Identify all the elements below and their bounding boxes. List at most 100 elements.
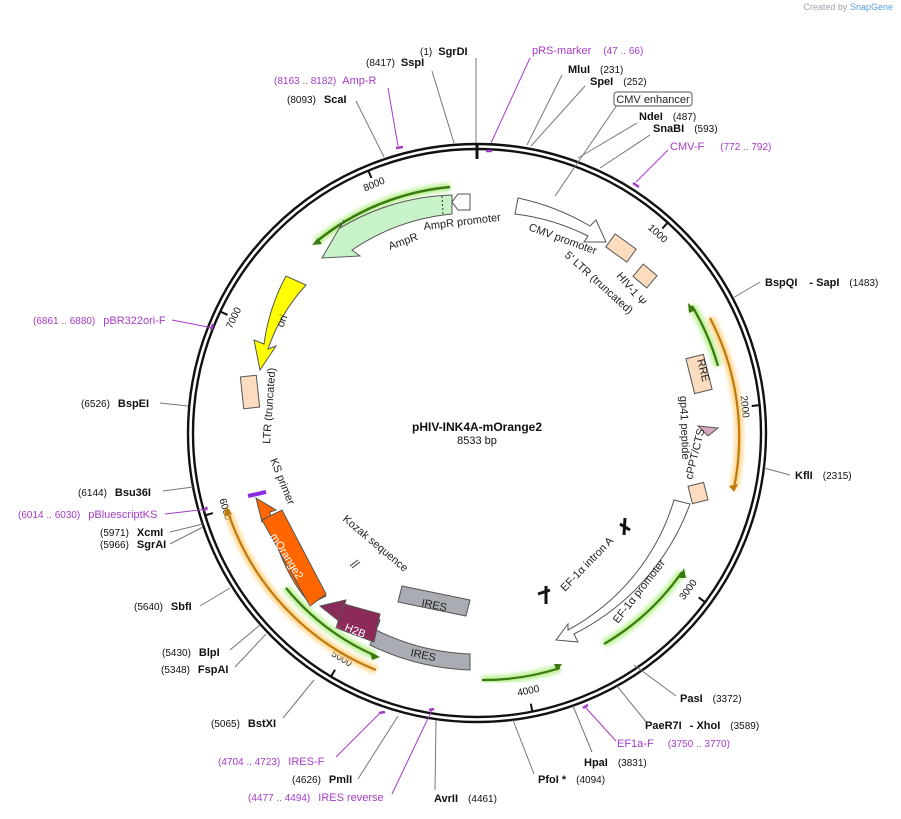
site-name-sgrai[interactable]: SgrAI <box>137 539 166 551</box>
primer-name-ires-f[interactable]: IRES-F <box>288 756 324 768</box>
ires-lower-box[interactable] <box>369 629 471 671</box>
tick-label-3000: 3000 <box>678 577 700 602</box>
gp41-peptide-label: gp41 peptide <box>677 396 691 460</box>
primer-name-pbluescriptks[interactable]: pBluescriptKS <box>88 509 157 521</box>
ori-arrow[interactable] <box>253 275 307 372</box>
site-pos-scai: (8093) <box>287 95 316 106</box>
ef1a-promoter-arrow[interactable] <box>555 499 691 643</box>
ks-primer-label: KS primer <box>267 457 297 507</box>
ampr-arrow[interactable] <box>321 194 453 259</box>
site-name-pfoi[interactable]: PfoI * <box>538 774 567 786</box>
svg-text:(4626)PmlI: (4626)PmlI <box>292 774 352 786</box>
tick-mark-6000 <box>204 512 214 517</box>
svg-text:(5065)BstXI: (5065)BstXI <box>211 718 276 730</box>
site-name-ndei[interactable]: NdeI <box>639 111 663 123</box>
site-pos-ndei: (487) <box>673 112 696 123</box>
site-pos-blpi: (5430) <box>162 648 191 659</box>
site-name-bstxi[interactable]: BstXI <box>248 718 276 730</box>
leader-ef1a-f <box>585 707 617 742</box>
site-pos-snabi: (593) <box>694 124 717 135</box>
leader-avrii <box>434 719 437 791</box>
gp41-peptide-arrow[interactable] <box>696 425 720 437</box>
site-name-kfli[interactable]: KflI <box>795 470 813 482</box>
leader-fspai <box>234 633 267 668</box>
tick-mark-4000 <box>529 703 534 712</box>
site-name-bsu36i[interactable]: Bsu36I <box>115 487 151 499</box>
lower-green-orf-arrowhead <box>370 652 380 660</box>
ampr-orf-arrowhead <box>312 238 322 245</box>
site-name-xcmi[interactable]: XcmI <box>137 527 163 539</box>
ltr-truncated-box[interactable] <box>239 374 261 410</box>
lower-orange-orf-arrowhead <box>224 506 232 516</box>
site-name-spei[interactable]: SpeI <box>590 76 613 88</box>
site-name-pmli[interactable]: PmlI <box>329 774 352 786</box>
site-name-mlui[interactable]: MluI <box>568 64 590 76</box>
orange-orf-arrowhead <box>729 484 738 492</box>
primer-range-pbluescriptks: (6014 .. 6030) <box>18 510 80 521</box>
svg-text:PaeR7I- XhoI(3589): PaeR7I- XhoI(3589) <box>645 720 759 732</box>
site-pos-pfoi: (4094) <box>576 775 605 786</box>
restriction-site-labels: (1)SgrDI (8417)SspI (8093)ScaI MluI(231)… <box>78 46 878 805</box>
leader-snabi <box>599 134 651 169</box>
h2b-arrow-body <box>335 603 381 643</box>
site-name-pasi[interactable]: PasI <box>680 693 703 705</box>
site-pos-pasi: (3372) <box>713 694 742 705</box>
primer-name-pbr322ori-f[interactable]: pBR322ori-F <box>103 315 166 327</box>
primer-name-prs-marker[interactable]: pRS-marker <box>532 45 592 57</box>
ires-upper-box[interactable] <box>397 585 471 617</box>
kozak-mark <box>349 559 361 569</box>
snapgene-watermark: Created by SnapGene <box>803 2 893 12</box>
site-name-sapi[interactable]: SapI <box>816 277 839 289</box>
ires-lower-label: IRES <box>409 647 437 664</box>
mark-ef1a-f <box>582 703 589 710</box>
rre-label: RRE <box>694 358 711 383</box>
ampr-promoter-arrow[interactable] <box>451 193 471 211</box>
site-pos-hpai: (3831) <box>618 758 647 769</box>
site-name-paer7i[interactable]: PaeR7I <box>645 720 682 732</box>
site-name-scai[interactable]: ScaI <box>324 94 347 106</box>
leader-hpai <box>572 705 593 753</box>
svg-text:(5966)SgrAI: (5966)SgrAI <box>100 539 166 551</box>
svg-text:(8417)SspI: (8417)SspI <box>366 57 424 69</box>
primer-name-ef1a-f[interactable]: EF1a-F <box>617 738 654 750</box>
site-name-avrii[interactable]: AvrII <box>434 793 458 805</box>
tick-label-4000: 4000 <box>516 684 540 699</box>
leader-xcmi <box>169 523 204 533</box>
site-name-sspi[interactable]: SspI <box>401 57 424 69</box>
svg-text:(6144)Bsu36I: (6144)Bsu36I <box>78 487 151 499</box>
rre-box[interactable] <box>685 353 713 395</box>
site-name-sbfi[interactable]: SbfI <box>171 601 192 613</box>
site-name-bspqi[interactable]: BspQI <box>765 277 797 289</box>
primer-name-amp-r[interactable]: Amp-R <box>342 75 376 87</box>
site-name-hpai[interactable]: HpaI <box>584 757 608 769</box>
leader-cmv-enhancer <box>554 104 618 197</box>
leader-pbr322ori-f <box>171 319 214 329</box>
site-pos-mlui: (231) <box>600 65 623 76</box>
rre-green-arrowhead <box>688 303 696 313</box>
tick-label-7000: 7000 <box>225 305 245 330</box>
cmv-promoter-arrow[interactable] <box>514 197 607 243</box>
hiv1-psi-box[interactable] <box>632 263 658 289</box>
site-name-bspei[interactable]: BspEI <box>118 398 149 410</box>
leader-paer7i <box>616 685 648 724</box>
site-name-fspai[interactable]: FspAI <box>198 664 229 676</box>
site-name-blpi[interactable]: BlpI <box>199 647 220 659</box>
cmv-enhancer-text: CMV enhancer <box>616 94 690 106</box>
cppt-cts-box[interactable] <box>687 481 709 505</box>
primer-name-cmv-f[interactable]: CMV-F <box>670 141 705 153</box>
leader-sspi <box>431 70 455 144</box>
right-green-orf-arrowhead <box>679 568 686 578</box>
ires-upper-label: IRES <box>420 597 448 614</box>
site-pos-bspei: (6526) <box>81 399 110 410</box>
svg-text:CMV-F(772 .. 792): CMV-F(772 .. 792) <box>670 141 771 153</box>
5ltr-truncated-box[interactable] <box>605 233 637 263</box>
cmv-enhancer-label[interactable]: CMV enhancer <box>613 91 693 107</box>
primer-name-ires-reverse[interactable]: IRES reverse <box>318 792 383 804</box>
site-name-snabi[interactable]: SnaBI <box>653 123 684 135</box>
site-pos-sbfi: (5640) <box>134 602 163 613</box>
mark-pbluescriptks <box>203 506 208 512</box>
bottom-green-orf-arrowhead <box>554 664 562 671</box>
site-name-sgrdi[interactable]: SgrDI <box>438 46 467 58</box>
leader-scai <box>355 100 385 158</box>
site-name-xhoi[interactable]: XhoI <box>696 720 720 732</box>
